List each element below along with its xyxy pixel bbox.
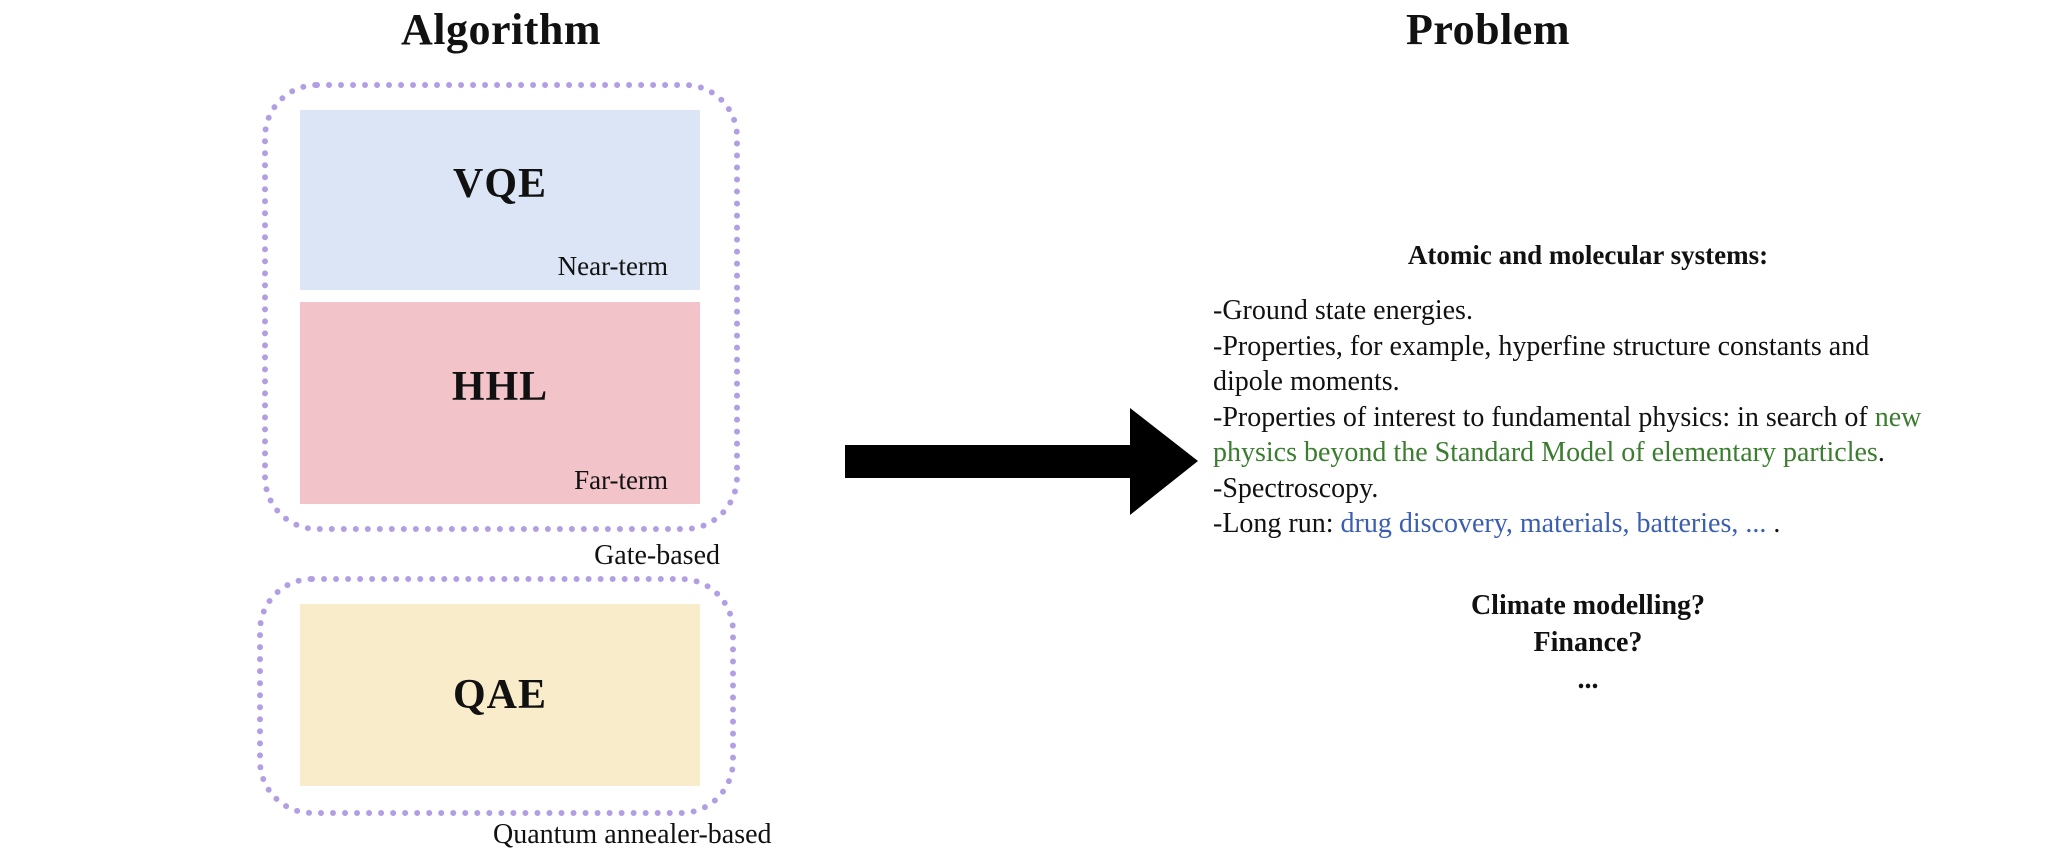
problem-line: physics beyond the Standard Model of ele…	[1213, 435, 1963, 471]
problem-line: dipole moments.	[1213, 364, 1963, 400]
problem-line: -Spectroscopy.	[1213, 471, 1963, 507]
problem-line: -Long run: drug discovery, materials, ba…	[1213, 506, 1963, 542]
problem-lines: -Ground state energies. -Properties, for …	[1213, 293, 1963, 542]
climate-line: Climate modelling?	[1470, 590, 1706, 621]
hhl-label: HHL	[451, 364, 549, 410]
problem-line: -Properties, for example, hyperfine stru…	[1213, 329, 1963, 365]
annealer-caption: Quantum annealer-based	[493, 819, 772, 850]
problem-line: -Ground state energies.	[1213, 293, 1963, 329]
problem-heading: Problem	[1406, 5, 1570, 54]
qae-label: QAE	[452, 672, 547, 718]
problem-section: Atomic and molecular systems: -Ground st…	[1213, 240, 1963, 542]
arrow-shaft	[845, 445, 1130, 478]
text-segment: .	[1877, 437, 1885, 468]
far-term-label: Far-term	[574, 465, 668, 495]
text-segment: -Spectroscopy.	[1213, 472, 1379, 504]
text-segment: -Properties, for example, hyperfine stru…	[1213, 330, 1870, 362]
atomic-systems-title: Atomic and molecular systems:	[1407, 240, 1769, 270]
flow-arrow-right-icon	[845, 408, 1198, 515]
text-segment: dipole moments.	[1213, 366, 1400, 397]
text-segment: new	[1874, 401, 1922, 433]
link-drug-discovery[interactable]: drug discovery, materials, batteries, ..…	[1340, 508, 1767, 539]
ellipsis-line: ...	[1577, 664, 1599, 695]
annealer-group	[257, 576, 736, 816]
hhl-box: HHL Far-term	[300, 302, 700, 504]
vqe-box: VQE Near-term	[300, 110, 700, 290]
text-segment: -Ground state energies.	[1213, 295, 1473, 326]
arrow-head	[1130, 408, 1198, 515]
qae-box: QAE	[300, 604, 700, 786]
gate-based-caption: Gate-based	[594, 540, 720, 571]
text-segment: .	[1766, 508, 1781, 539]
text-segment: physics beyond the Standard Model of ele…	[1213, 437, 1878, 468]
text-segment: -Long run:	[1213, 508, 1341, 539]
text-segment: -Properties of interest to fundamental p…	[1213, 401, 1875, 433]
algorithm-heading: Algorithm	[400, 5, 602, 54]
vqe-label: VQE	[452, 161, 547, 207]
near-term-label: Near-term	[557, 251, 668, 281]
gate-based-group	[262, 82, 740, 532]
finance-line: Finance?	[1533, 627, 1643, 658]
problem-line: -Properties of interest to fundamental p…	[1213, 400, 1963, 436]
problem-footer: Climate modelling? Finance? ...	[1213, 588, 1963, 699]
